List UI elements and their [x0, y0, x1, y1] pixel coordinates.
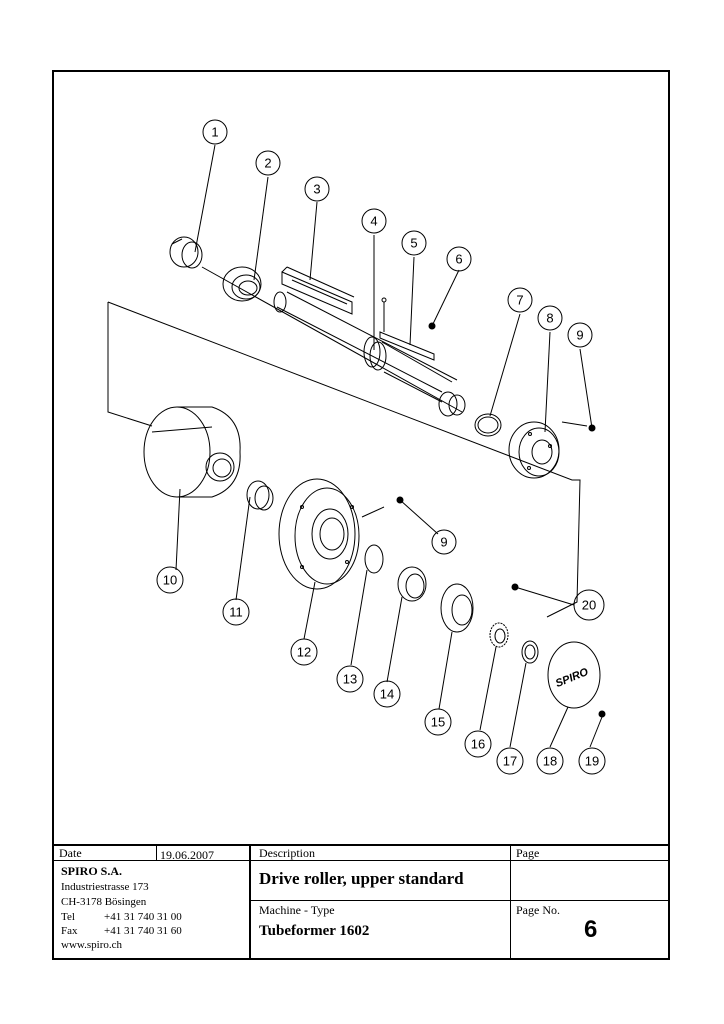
- part-14-bearing: [397, 566, 427, 602]
- callout-2: 2: [264, 156, 271, 171]
- callout-4: 4: [370, 214, 377, 229]
- title-block-col-divider: [249, 846, 251, 960]
- part-5-key: [379, 297, 435, 361]
- part-13-circlip: [364, 544, 384, 574]
- callout-18: 18: [543, 754, 557, 769]
- callout-7: 7: [516, 293, 523, 308]
- description-label: Description: [259, 846, 315, 860]
- part-8-flange: [508, 421, 560, 479]
- part-16-sprocket: [489, 622, 509, 648]
- page-number: 6: [584, 916, 598, 943]
- date-label: Date: [59, 846, 82, 860]
- callout-17: 17: [503, 754, 517, 769]
- title-block-top-border: [54, 844, 668, 846]
- part-2-bearing: [222, 266, 262, 302]
- callout-12: 12: [297, 645, 311, 660]
- address-line-1: Industriestrasse 173: [61, 881, 149, 893]
- callout-10: 10: [163, 573, 177, 588]
- company-name: SPIRO S.A.: [61, 864, 123, 878]
- fax-value: +41 31 740 31 60: [104, 925, 182, 937]
- website: www.spiro.ch: [61, 939, 122, 951]
- description-value: Drive roller, upper standard: [259, 869, 464, 888]
- page-no-label: Page No.: [516, 903, 560, 917]
- tel-value: +41 31 740 31 00: [104, 911, 182, 923]
- callout-13: 13: [343, 672, 357, 687]
- callout-5: 5: [410, 236, 417, 251]
- callout-11: 11: [229, 605, 243, 620]
- callout-6: 6: [455, 252, 462, 267]
- callout-9: 9: [576, 328, 583, 343]
- callout-15: 15: [431, 715, 445, 730]
- title-block-divider-date: [156, 846, 157, 860]
- part-1-bushing: [169, 236, 203, 269]
- callout-8: 8: [546, 311, 553, 326]
- title-block-col-divider-right: [510, 846, 511, 960]
- machine-type-label: Machine - Type: [259, 903, 335, 917]
- callout-14: 14: [380, 687, 394, 702]
- leader-lines: [175, 144, 603, 748]
- part-18-cover: [547, 641, 601, 709]
- drawing-sheet: 1 2 3 4 5 6 7 8 9 9 10 11 12 13 14 15 16…: [52, 70, 670, 960]
- part-11-bushing: [246, 480, 274, 511]
- title-block-header-divider: [54, 860, 668, 861]
- cover-logo: SPIRO: [554, 666, 591, 690]
- address-line-2: CH-3178 Bösingen: [61, 896, 147, 908]
- part-19-screw: [598, 710, 606, 718]
- callout-20: 20: [582, 598, 596, 613]
- callout-1: 1: [211, 125, 218, 140]
- exploded-view-drawing: 1 2 3 4 5 6 7 8 9 9 10 11 12 13 14 15 16…: [107, 119, 606, 775]
- part-17-washer: [521, 640, 539, 664]
- part-9-screw: [396, 424, 596, 504]
- tel-label: Tel: [61, 911, 75, 923]
- assembly-boundary-line: [107, 302, 153, 427]
- callout-16: 16: [471, 737, 485, 752]
- part-15-disc: [440, 583, 474, 633]
- title-block-mid-divider: [250, 900, 668, 901]
- assembly-boundary-line: [107, 301, 581, 618]
- callout-circles: [156, 119, 606, 775]
- callout-9b: 9: [440, 535, 447, 550]
- callout-19: 19: [585, 754, 599, 769]
- date-value: 19.06.2007: [160, 848, 214, 862]
- part-10-roller: [143, 406, 241, 498]
- part-7-circlip: [474, 413, 502, 437]
- page-label: Page: [516, 846, 540, 860]
- callout-3: 3: [313, 182, 320, 197]
- fax-label: Fax: [61, 925, 78, 937]
- machine-type-value: Tubeformer 1602: [259, 923, 370, 939]
- part-3-key: [281, 266, 355, 315]
- part-12-flange: [278, 478, 360, 590]
- part-4-shaft: [273, 291, 466, 417]
